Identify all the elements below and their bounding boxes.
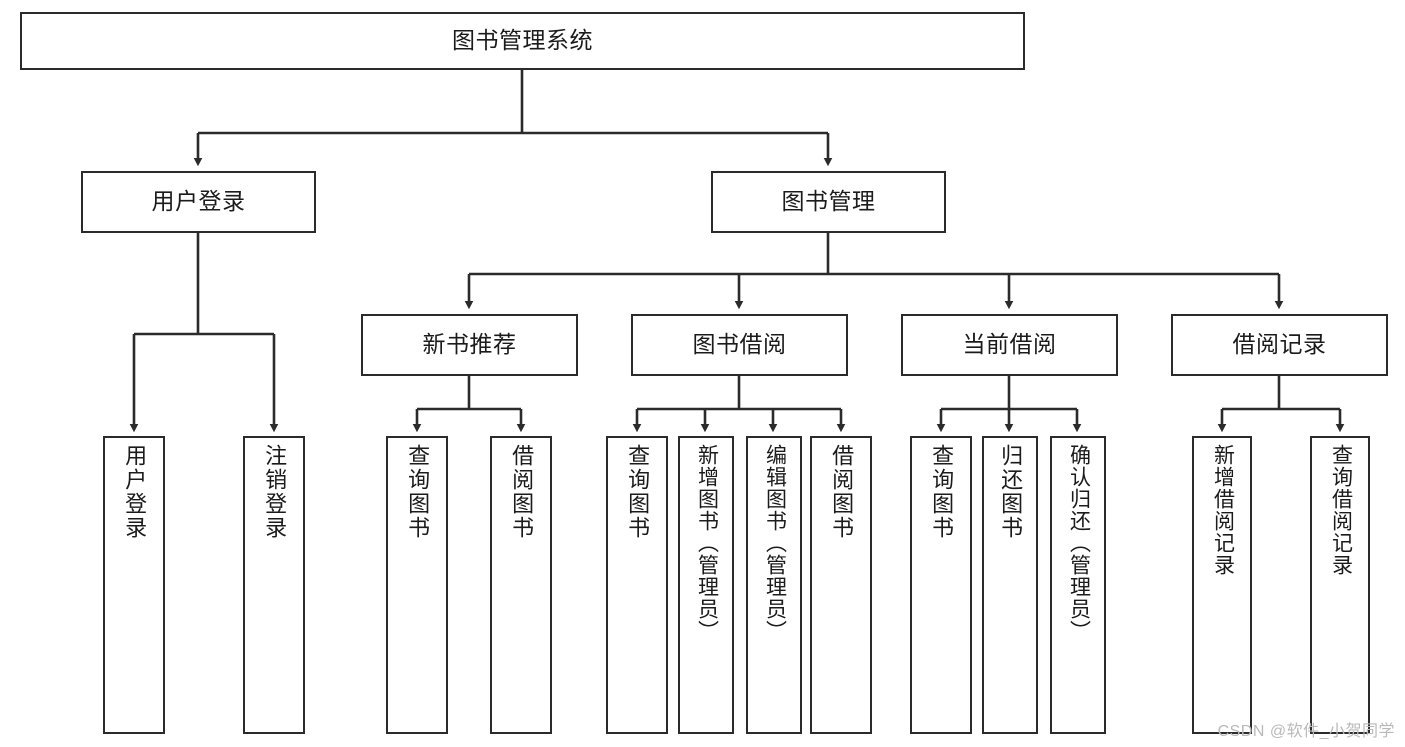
leaf-current-query-book[interactable]: 查询图书	[910, 436, 972, 734]
node-label: 查询借阅记录	[1329, 444, 1353, 576]
leaf-record-query-record[interactable]: 查询借阅记录	[1310, 436, 1370, 734]
leaf-borrow-edit-book-admin[interactable]: 编辑图书（管理员）	[746, 436, 802, 734]
node-label: 查询图书	[929, 444, 955, 540]
node-label: 注销登录	[262, 444, 288, 540]
node-label: 新增借阅记录	[1211, 444, 1235, 576]
node-label: 借阅记录	[1232, 331, 1327, 358]
node-label: 用户登录	[122, 444, 148, 540]
node-label: 图书管理系统	[452, 27, 593, 54]
leaf-current-return-book[interactable]: 归还图书	[982, 436, 1038, 734]
node-user-login[interactable]: 用户登录	[81, 171, 316, 233]
node-label: 图书借阅	[692, 331, 787, 358]
node-label: 编辑图书（管理员）	[763, 444, 787, 642]
node-book-management[interactable]: 图书管理	[711, 171, 946, 233]
node-root-system[interactable]: 图书管理系统	[20, 12, 1025, 70]
leaf-borrow-query-book[interactable]: 查询图书	[606, 436, 668, 734]
node-label: 新增图书（管理员）	[695, 444, 719, 642]
node-label: 确认归还（管理员）	[1067, 444, 1091, 642]
leaf-borrow-borrow-book[interactable]: 借阅图书	[810, 436, 872, 734]
leaf-recommend-borrow-book[interactable]: 借阅图书	[490, 436, 552, 734]
node-label: 借阅图书	[829, 444, 855, 540]
leaf-user-login-logout[interactable]: 注销登录	[243, 436, 305, 734]
leaf-record-add-record[interactable]: 新增借阅记录	[1192, 436, 1252, 734]
leaf-borrow-add-book-admin[interactable]: 新增图书（管理员）	[678, 436, 734, 734]
node-label: 归还图书	[998, 444, 1024, 540]
node-label: 查询图书	[405, 444, 431, 540]
node-borrow-record[interactable]: 借阅记录	[1171, 314, 1388, 376]
node-new-book-recommend[interactable]: 新书推荐	[361, 314, 578, 376]
watermark-text: CSDN @软件_小贺同学	[1217, 723, 1395, 740]
node-label: 借阅图书	[509, 444, 535, 540]
node-label: 图书管理	[781, 188, 876, 215]
leaf-recommend-query-book[interactable]: 查询图书	[386, 436, 448, 734]
leaf-current-confirm-return-admin[interactable]: 确认归还（管理员）	[1050, 436, 1106, 734]
node-current-borrow[interactable]: 当前借阅	[901, 314, 1118, 376]
node-label: 当前借阅	[962, 331, 1057, 358]
leaf-user-login-login[interactable]: 用户登录	[103, 436, 165, 734]
node-label: 查询图书	[625, 444, 651, 540]
node-book-borrow[interactable]: 图书借阅	[631, 314, 848, 376]
node-label: 新书推荐	[422, 331, 517, 358]
node-label: 用户登录	[151, 188, 246, 215]
